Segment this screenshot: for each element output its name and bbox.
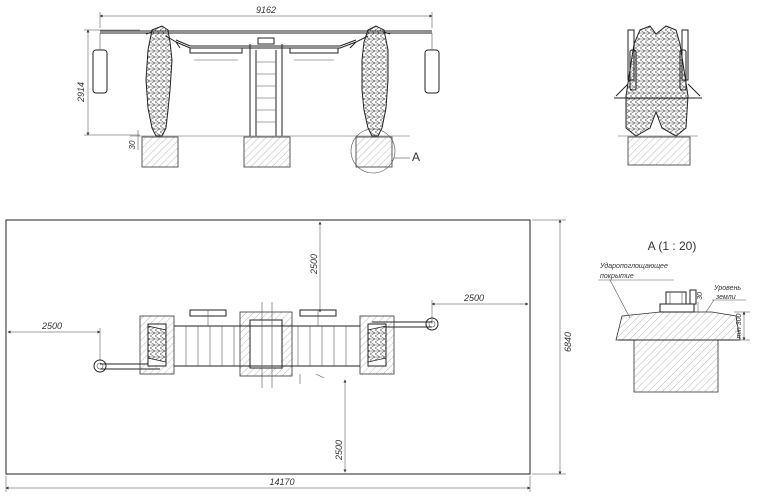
plan-left-clearance: 2500 [41, 321, 62, 331]
right-foundation [355, 136, 393, 168]
front-width-label: 9162 [256, 5, 276, 15]
detail-a-callout-circle [350, 128, 396, 174]
plan-view: 14170 6840 2500 2500 2500 2500 [5, 219, 573, 492]
left-foundation [141, 136, 179, 168]
horizontal-ladders [174, 302, 360, 388]
surface-label-line1: Ударопоглощающее [599, 262, 668, 270]
plan-bottom-clearance: 2500 [334, 440, 344, 461]
detail-a-callout: A [412, 150, 420, 164]
front-offset-label: 30 [128, 140, 137, 149]
side-view [614, 25, 702, 166]
plan-width-label: 14170 [269, 477, 294, 487]
detail-a-view: A (1 : 20) Ударопоглощающее покрытие Уро… [598, 239, 750, 393]
safety-zone-boundary [5, 219, 531, 475]
detail-depth-label: min 300 [736, 313, 743, 338]
detail-foundation [633, 339, 719, 393]
ladder-tower [249, 37, 283, 136]
plan-top-clearance: 2500 [309, 254, 319, 275]
front-height-label: 2914 [76, 82, 86, 103]
ground-label-line2: земли [715, 294, 736, 301]
front-view: 9162 2914 30 [76, 5, 440, 174]
left-bear-figure [145, 25, 181, 137]
plan-right-clearance: 2500 [463, 293, 484, 303]
side-foundation [627, 136, 691, 166]
ground-label-line1: Уровень [713, 285, 741, 292]
plan-depth-label: 6840 [563, 332, 573, 352]
surface-label-line2: покрытие [600, 273, 634, 280]
detail-offset-label: 30 [697, 292, 704, 300]
center-foundation [243, 136, 291, 168]
right-punching-bag [424, 49, 440, 94]
detail-a-title: A (1 : 20) [648, 239, 697, 253]
left-punching-bag [92, 49, 108, 94]
